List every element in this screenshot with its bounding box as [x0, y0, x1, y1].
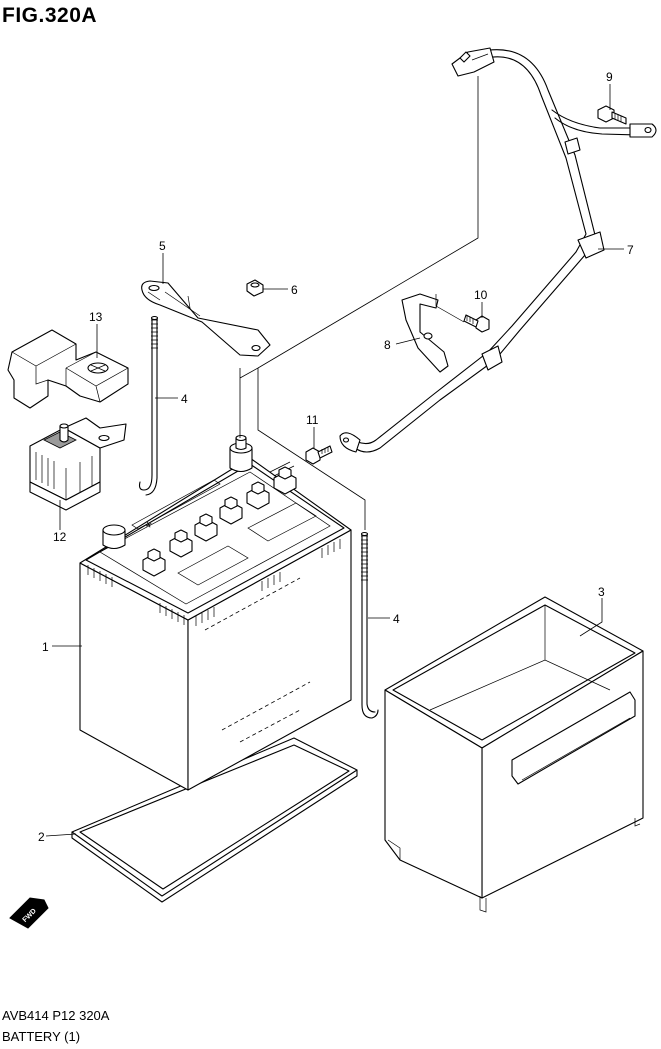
terminal-block [29, 417, 127, 511]
callout-8: 8 [384, 338, 391, 352]
callout-9: 9 [606, 70, 613, 84]
callout-10: 10 [474, 288, 488, 302]
callout-13: 13 [89, 310, 103, 324]
figure-title: FIG.320A [2, 4, 98, 27]
terminal-cover [7, 329, 129, 409]
hold-down-rod-left [138, 315, 159, 496]
battery-clamp [141, 280, 271, 357]
callout-12: 12 [53, 530, 67, 544]
clamp-nut [246, 279, 264, 297]
callout-5: 5 [159, 239, 166, 253]
figure-name: BATTERY (1) [2, 1029, 81, 1044]
battery-box [384, 596, 644, 913]
hold-down-rod-right [360, 531, 379, 719]
callout-7: 7 [627, 243, 634, 257]
bracket-bolt [463, 314, 490, 333]
forward-direction-arrow: FWD [9, 897, 49, 929]
battery-vent-caps [142, 466, 297, 577]
callout-6: 6 [291, 283, 298, 297]
callout-1: 1 [42, 640, 49, 654]
callout-3: 3 [598, 585, 605, 599]
callout-2: 2 [38, 830, 45, 844]
battery-cable [339, 47, 657, 453]
cable-bracket [401, 293, 465, 373]
callout-4-left: 4 [181, 392, 188, 406]
leader-lines [45, 84, 624, 837]
callout-11: 11 [306, 413, 319, 427]
figure-code: AVB414 P12 320A [2, 1008, 110, 1023]
ground-bolt [305, 445, 333, 465]
terminal-bolt [597, 105, 627, 125]
callout-numbers: 1 2 3 4 4 5 6 7 8 9 10 11 12 13 [38, 70, 634, 844]
callout-4-right: 4 [393, 612, 400, 626]
battery: + [79, 434, 352, 791]
battery-tray [71, 737, 358, 903]
